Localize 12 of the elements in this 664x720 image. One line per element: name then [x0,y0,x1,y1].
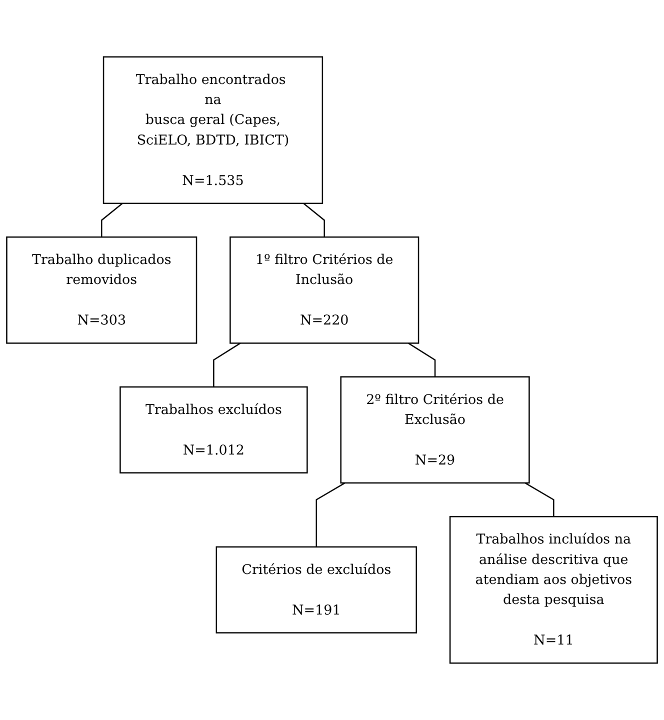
connector [524,482,554,517]
connector [100,202,123,238]
connector [316,482,346,547]
node-box: Critérios de excluídos N=191 [216,546,417,634]
node-box: 2º filtro Critérios de Exclusão N=29 [340,376,530,484]
node-box: Trabalhos incluídos na análise descritiva que atendiam aos objetivos desta pesquisa N=11 [449,516,658,664]
connector [408,342,436,377]
node-box: Trabalho duplicados removidos N=303 [6,236,198,344]
node-box: 1º filtro Critérios de Inclusão N=220 [230,236,420,344]
node-box: Trabalhos excluídos N=1.012 [120,386,308,474]
connector [303,202,325,238]
node-box: Trabalho encontrados na busca geral (Capes, SciELO, BDTD, IBICT) N=1.535 [102,56,324,204]
